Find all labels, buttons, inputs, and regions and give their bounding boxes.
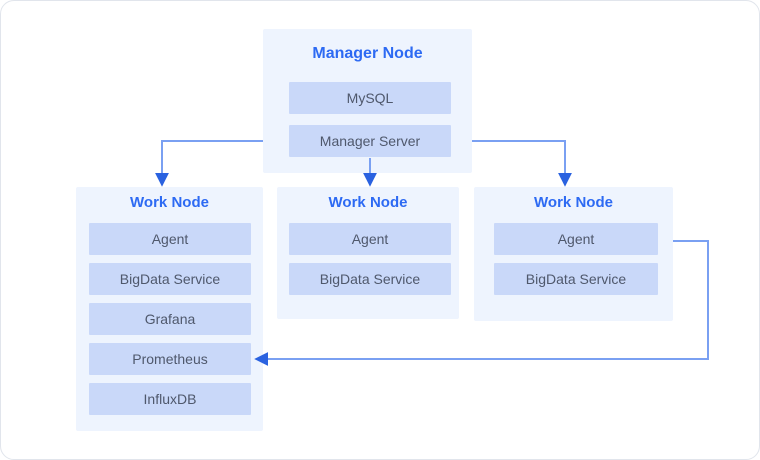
service-box-agent-1: Agent xyxy=(89,223,251,255)
service-box-manager-server: Manager Server xyxy=(289,125,451,157)
service-box-mysql: MySQL xyxy=(289,82,451,114)
edge-manager-to-work3-arrow xyxy=(472,140,572,187)
service-box-agent-2: Agent xyxy=(289,223,451,255)
manager-node-title: Manager Node xyxy=(312,45,423,62)
work-node-3-title: Work Node xyxy=(534,194,613,211)
work-node-3-panel: Work Node Agent BigData Service xyxy=(474,187,673,321)
edge-manager-to-work1-arrow xyxy=(155,140,263,187)
service-box-prometheus: Prometheus xyxy=(89,343,251,375)
work-node-1-panel: Work Node Agent BigData Service Grafana … xyxy=(76,187,263,431)
service-box-bigdata-3: BigData Service xyxy=(494,263,658,295)
manager-node-panel: Manager Node MySQL Manager Server xyxy=(263,29,472,173)
service-box-agent-3: Agent xyxy=(494,223,658,255)
service-box-grafana: Grafana xyxy=(89,303,251,335)
work-node-1-title: Work Node xyxy=(130,194,209,211)
work-node-2-panel: Work Node Agent BigData Service xyxy=(277,187,459,319)
service-box-bigdata-1: BigData Service xyxy=(89,263,251,295)
work-node-2-title: Work Node xyxy=(328,194,408,211)
service-box-influxdb: InfluxDB xyxy=(89,383,251,415)
service-box-bigdata-2: BigData Service xyxy=(289,263,451,295)
